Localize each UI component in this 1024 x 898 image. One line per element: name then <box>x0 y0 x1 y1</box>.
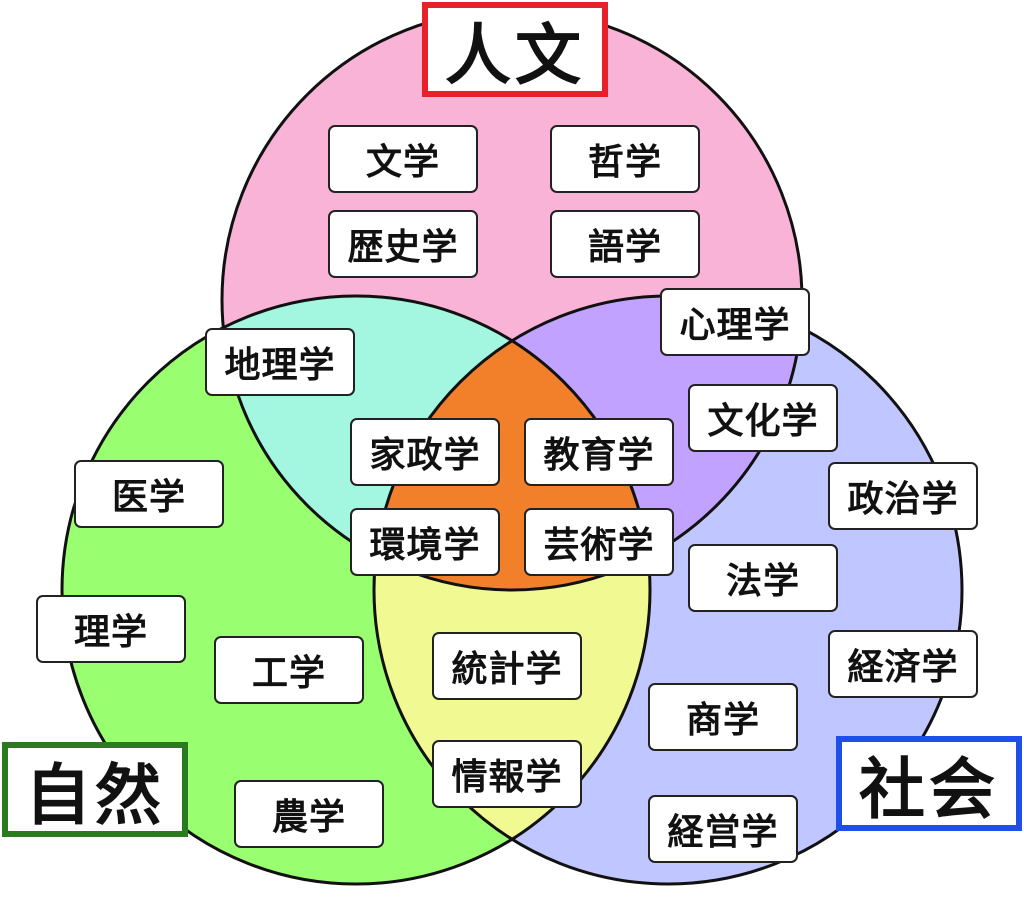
field-medicine: 医学 <box>74 460 224 528</box>
field-science: 理学 <box>36 595 186 663</box>
field-informatics: 情報学 <box>432 740 582 808</box>
society-label: 社会 <box>836 736 1022 831</box>
field-geography: 地理学 <box>205 328 355 396</box>
humanities-label: 人文 <box>422 2 608 97</box>
field-law: 法学 <box>688 544 838 612</box>
field-linguistics: 語学 <box>550 210 700 278</box>
field-literature: 文学 <box>328 125 478 193</box>
field-politics: 政治学 <box>828 462 978 530</box>
field-commerce: 商学 <box>648 683 798 751</box>
field-education: 教育学 <box>524 418 674 486</box>
field-environmental-studies: 環境学 <box>350 508 500 576</box>
field-statistics: 統計学 <box>432 632 582 700</box>
field-home-economics: 家政学 <box>350 418 500 486</box>
field-management: 経営学 <box>648 795 798 863</box>
field-psychology: 心理学 <box>660 288 810 356</box>
field-economics: 経済学 <box>828 630 978 698</box>
nature-label: 自然 <box>2 742 188 837</box>
all-overlap <box>374 296 650 590</box>
field-engineering: 工学 <box>214 636 364 704</box>
field-history: 歴史学 <box>328 210 478 278</box>
field-philosophy: 哲学 <box>550 125 700 193</box>
field-agriculture: 農学 <box>234 780 384 848</box>
field-cultural-studies: 文化学 <box>688 384 838 452</box>
field-arts: 芸術学 <box>524 508 674 576</box>
